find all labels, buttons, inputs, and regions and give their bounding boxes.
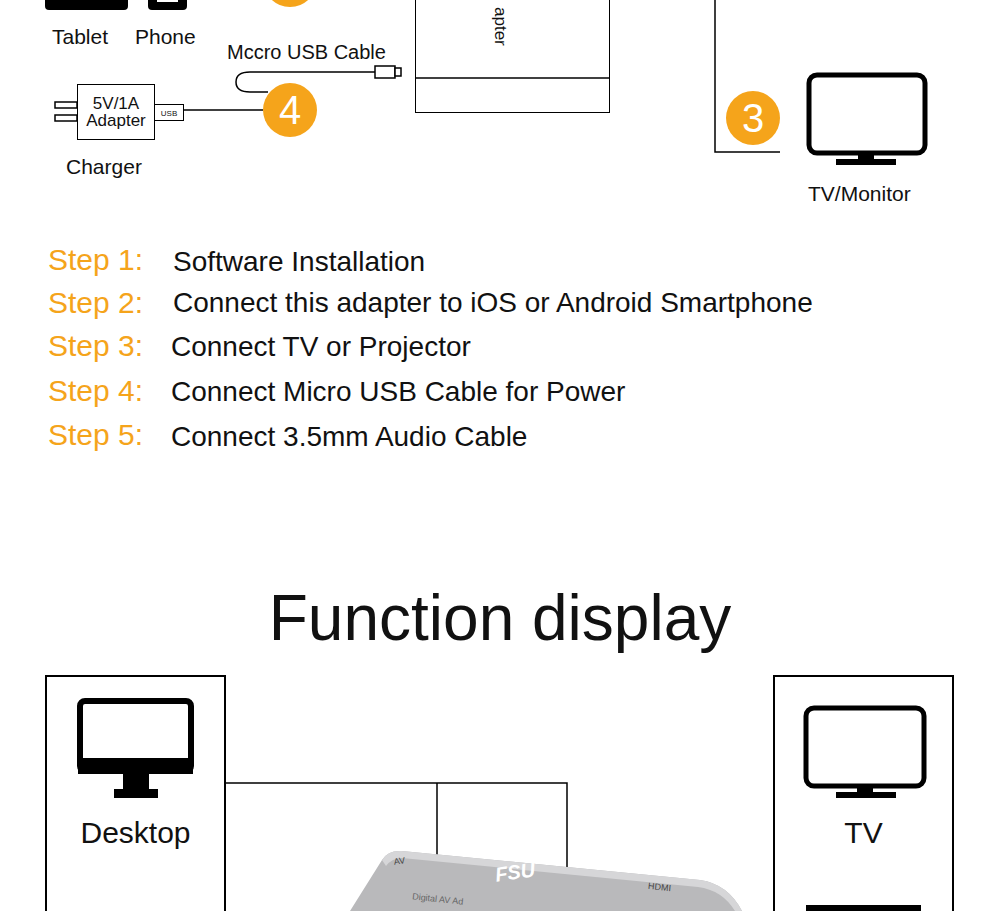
plug-prong [55,115,77,121]
step-number: Step 2: [48,286,143,319]
micro-usb-plug [375,66,395,78]
label: Tablet [52,25,108,48]
node-text: 4 [263,83,317,137]
device-edge [382,851,742,911]
adapter-box: apter [415,0,610,113]
node-text: Desktop [47,816,224,850]
adapter-divider [415,77,610,79]
label: TV/Monitor [808,182,911,205]
plug-prong [55,102,77,108]
device-print: AV [393,856,406,867]
step-number: Step 5: [48,418,143,451]
step-number: Step 1: [48,243,143,276]
node-caption: Charger [66,155,142,179]
node-text: USB [155,109,183,118]
node-text: apter [490,7,510,46]
tv-icon [806,708,924,786]
tv-icon [809,75,925,153]
label: Mccro USB Cable [227,41,386,63]
charger-box: 5V/1A AdapterChargerUSB [77,84,155,140]
tv-stand [836,159,896,165]
adapter-device [350,851,742,911]
desktop-bezel [78,758,193,774]
step-text: Connect Micro USB Cable for Power [171,377,625,408]
desktop-stand [114,789,158,798]
device-panel: Desktop [45,675,226,911]
node-text: 3 [726,91,780,145]
connector [184,109,263,111]
callout-circle [263,0,317,7]
section-title: Function display [0,583,1000,653]
node-text: 5V/1A Adapter [78,95,154,129]
callout-circle: 3 [726,91,780,145]
tv-stand [836,792,896,798]
phone-icon [148,0,187,10]
label: Phone [135,25,196,48]
step-number: Step 3: [48,329,143,362]
usb-port: USB [154,104,184,121]
node-text: TV [775,816,952,850]
step-text: Connect 3.5mm Audio Cable [171,422,527,453]
monitor-top [806,905,921,911]
phone-screen [157,0,178,2]
hdmi-wire [715,0,780,152]
callout-circle: 4 [263,83,317,137]
step-text: Connect this adapter to iOS or Android S… [173,288,813,319]
tablet-icon [45,0,128,10]
step-number: Step 4: [48,374,143,407]
step-text: Connect TV or Projector [171,332,471,363]
device-panel: TV [773,675,954,911]
step-text: Software Installation [173,247,425,278]
micro-usb-tip [395,68,401,76]
